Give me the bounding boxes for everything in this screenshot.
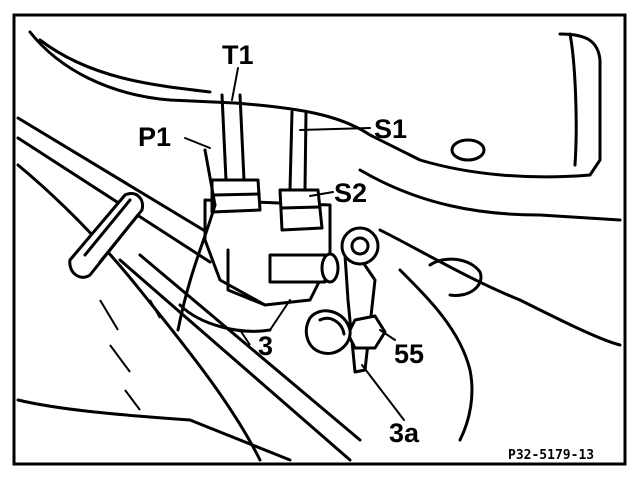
bracket-eye-inner <box>350 236 370 256</box>
pipe-t1-right <box>238 93 246 182</box>
spacer <box>304 309 352 355</box>
outlet-port-face <box>320 252 340 284</box>
pipe-p1-bend <box>176 203 217 332</box>
label-p1: P1 <box>138 122 172 152</box>
hatch-3 <box>124 389 141 411</box>
housing-side-curve <box>378 228 622 347</box>
sleeve-rib-2 <box>98 213 140 264</box>
long-rod <box>118 258 352 462</box>
label-3a: 3a <box>389 418 420 448</box>
housing-ridge <box>38 38 212 94</box>
hatch-5 <box>239 329 251 346</box>
bracket-eye <box>340 226 380 266</box>
label-t1: T1 <box>222 40 254 70</box>
housing-inner-curve <box>398 268 474 442</box>
label-s2: S2 <box>334 178 368 208</box>
cable-tube-outer <box>16 116 222 242</box>
label-55: 55 <box>394 339 425 369</box>
valve-block-front <box>226 248 267 307</box>
pipe-s1-left <box>288 110 294 192</box>
leader-3a <box>361 364 405 421</box>
label-3: 3 <box>258 331 274 361</box>
nut-55 <box>346 314 387 350</box>
hatch-1 <box>99 299 119 331</box>
pipe-p1-upper <box>203 148 217 207</box>
housing-pocket <box>428 257 483 297</box>
housing-lower-rim <box>358 168 622 222</box>
rubber-sleeve <box>68 192 145 279</box>
label-s1: S1 <box>374 114 408 144</box>
spacer-face <box>318 316 346 336</box>
leader-t1 <box>231 67 239 101</box>
leader-3 <box>269 299 291 331</box>
leader-55 <box>379 329 396 341</box>
leader-p1 <box>184 137 211 149</box>
leader-s2 <box>309 191 334 197</box>
pipe-s2-nut <box>278 188 324 232</box>
housing-right-wall <box>568 32 578 167</box>
pipe-t1-left <box>220 93 228 182</box>
left-lower-panel <box>16 398 292 462</box>
pipe-s2-nut-line <box>280 205 322 210</box>
valve-block-lower <box>178 303 272 333</box>
sleeve-rib-1 <box>83 198 132 257</box>
pipe-t1-nut-line <box>212 192 261 197</box>
hatch-4 <box>149 299 161 319</box>
left-fender-edge <box>16 163 262 462</box>
pipe-s1-right <box>303 110 308 192</box>
panel-hole <box>450 138 486 162</box>
hatch-2 <box>109 344 131 373</box>
figure-reference-code: P32-5179-13 <box>508 448 595 463</box>
outlet-port <box>268 253 327 284</box>
housing-upper-contour <box>28 30 602 179</box>
leader-s1 <box>299 127 371 131</box>
cable-tube-inner <box>16 136 212 264</box>
long-rod-edge <box>138 253 362 442</box>
